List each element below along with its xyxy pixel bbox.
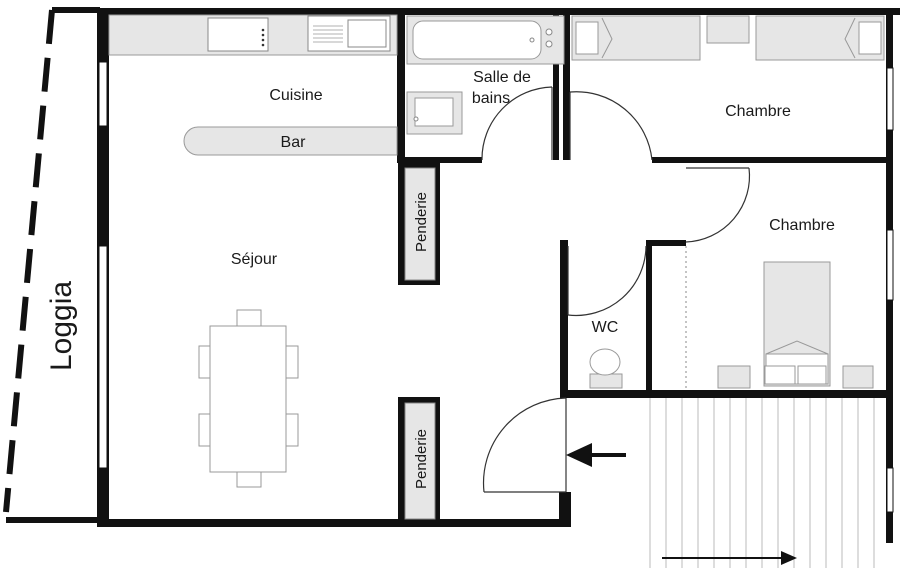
loggia-area [3,7,100,523]
bedroom2-furniture [717,261,874,389]
dining-table [198,309,299,488]
sink-basin [347,19,387,48]
north-wall [97,8,900,15]
salle-de-bains-label-1: Salle de [473,69,531,86]
bedroom1-door [569,91,653,161]
closet-top: Penderie [398,163,440,285]
bedroom2-west-wall [646,242,652,396]
chambre-2-label: Chambre [769,217,835,234]
wc-door [567,245,647,317]
washbasin [406,91,463,135]
window [886,67,894,131]
east-wall [886,8,893,398]
window [886,229,894,301]
chambre-1-label: Chambre [725,103,791,120]
bath-west-wall [397,8,405,163]
bedroom2-south-wall [560,390,893,398]
bedroom1-west-wall [563,8,570,160]
cooktop-knobs [261,28,265,47]
penderie-label-1: Penderie [413,192,430,252]
cooktop [207,17,269,52]
bath-south-wall [397,157,482,163]
window [98,245,108,469]
kitchen-counter [108,14,398,56]
bar-label: Bar [281,134,307,151]
sejour-label: Séjour [231,251,278,268]
bedroom2-door [685,167,751,243]
south-wall [97,519,571,527]
wc-north-wall [560,240,568,246]
interior-walls [397,8,893,398]
closet-bottom-inner [404,402,436,520]
stair-arrow [662,551,797,565]
penderie-label-2: Penderie [413,429,430,489]
loggia-dashed-edge [3,9,55,513]
loggia-label: Loggia [45,281,78,371]
toilet [589,348,623,389]
entrance-arrow [566,443,626,467]
bar-shape [183,126,398,156]
wc-label: WC [592,319,619,336]
closet-bottom: Penderie [398,397,440,523]
west-windows [98,61,108,469]
bedroom2-north-stub [646,240,686,246]
bathroom-door [481,86,553,161]
bathtub [406,15,565,65]
cuisine-label: Cuisine [269,87,322,104]
bath-east-wall [553,8,559,160]
bathtub-inner [412,20,542,60]
table-top [209,325,287,473]
bedroom1-furniture [571,15,885,61]
east-windows [886,67,894,301]
south-east-wall [559,492,571,527]
sink-drainboard [313,25,343,43]
salle-de-bains-label-2: bains [472,90,510,107]
wc-west-wall [560,242,568,398]
closet-top-inner [404,167,436,281]
window [98,61,108,127]
entrance-door [482,397,567,493]
bedroom1-south-wall [652,157,893,163]
staircase [649,398,875,568]
stair-window [886,467,894,513]
bar-counter: Bar [183,126,398,156]
